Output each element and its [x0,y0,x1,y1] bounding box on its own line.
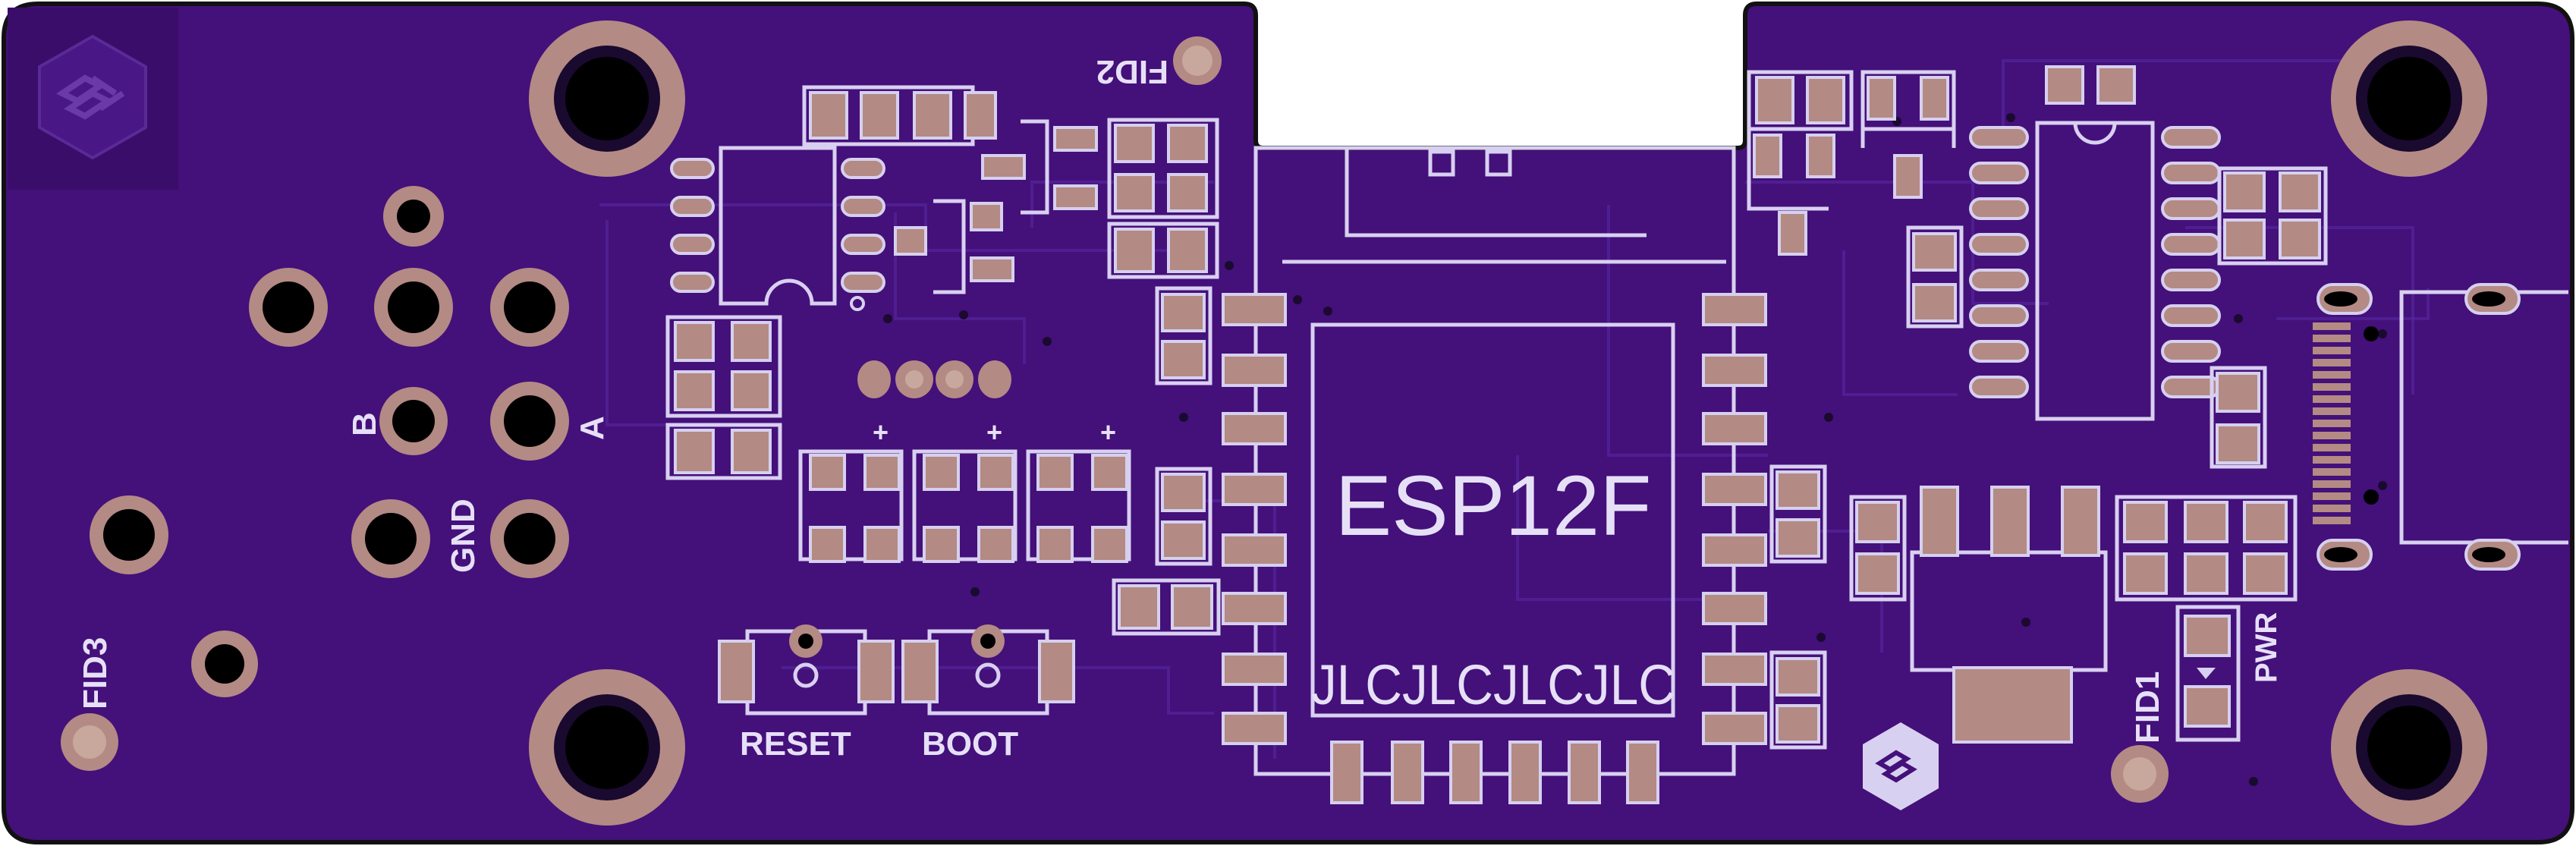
boot-button-footprint [901,624,1075,715]
mounting-hole-top-left [529,20,685,177]
passive-components-top [802,85,1219,294]
mounting-hole-bottom-left [529,669,685,826]
module-label: ESP12F [1335,458,1651,553]
rs485-transceiver-chip [670,146,885,311]
svg-text:+: + [873,417,889,448]
mounting-hole-top-right [2331,20,2487,177]
svg-text:+: + [1100,417,1116,448]
boot-label: BOOT [922,725,1018,763]
mounting-hole-bottom-right [2331,669,2487,826]
fid2-label: FID2 [1096,53,1168,90]
pwr-label: PWR [2250,612,2283,683]
label-b: B [346,412,383,436]
led-group: + + + [798,417,1131,563]
chip-caps [1906,166,2328,469]
transistor-group [1747,70,1956,256]
svg-text:+: + [986,417,1002,448]
fid1-label: FID1 [2129,671,2166,744]
resistors-left [665,315,782,480]
usb-serial-chip [1969,65,2221,421]
label-a: A [574,416,611,440]
power-section-passives [2115,495,2298,742]
voltage-regulator [1849,486,2108,744]
programming-header-pads [857,360,1011,398]
module-left-passives [1112,286,1221,636]
esp12f-module [1222,146,1767,804]
jlc-order-marker: JLCJLCJLCJLC [1311,653,1675,716]
connector-pads-left [90,186,569,697]
label-gnd: GND [445,498,482,573]
module-right-passives [1769,464,1827,750]
brand-logo-small-icon [1863,722,1939,810]
fid3-label: FID3 [77,637,114,709]
reset-label: RESET [740,725,851,763]
brand-logo-icon [38,34,147,160]
reset-button-footprint [718,624,895,715]
usb-c-connector [2313,283,2568,571]
